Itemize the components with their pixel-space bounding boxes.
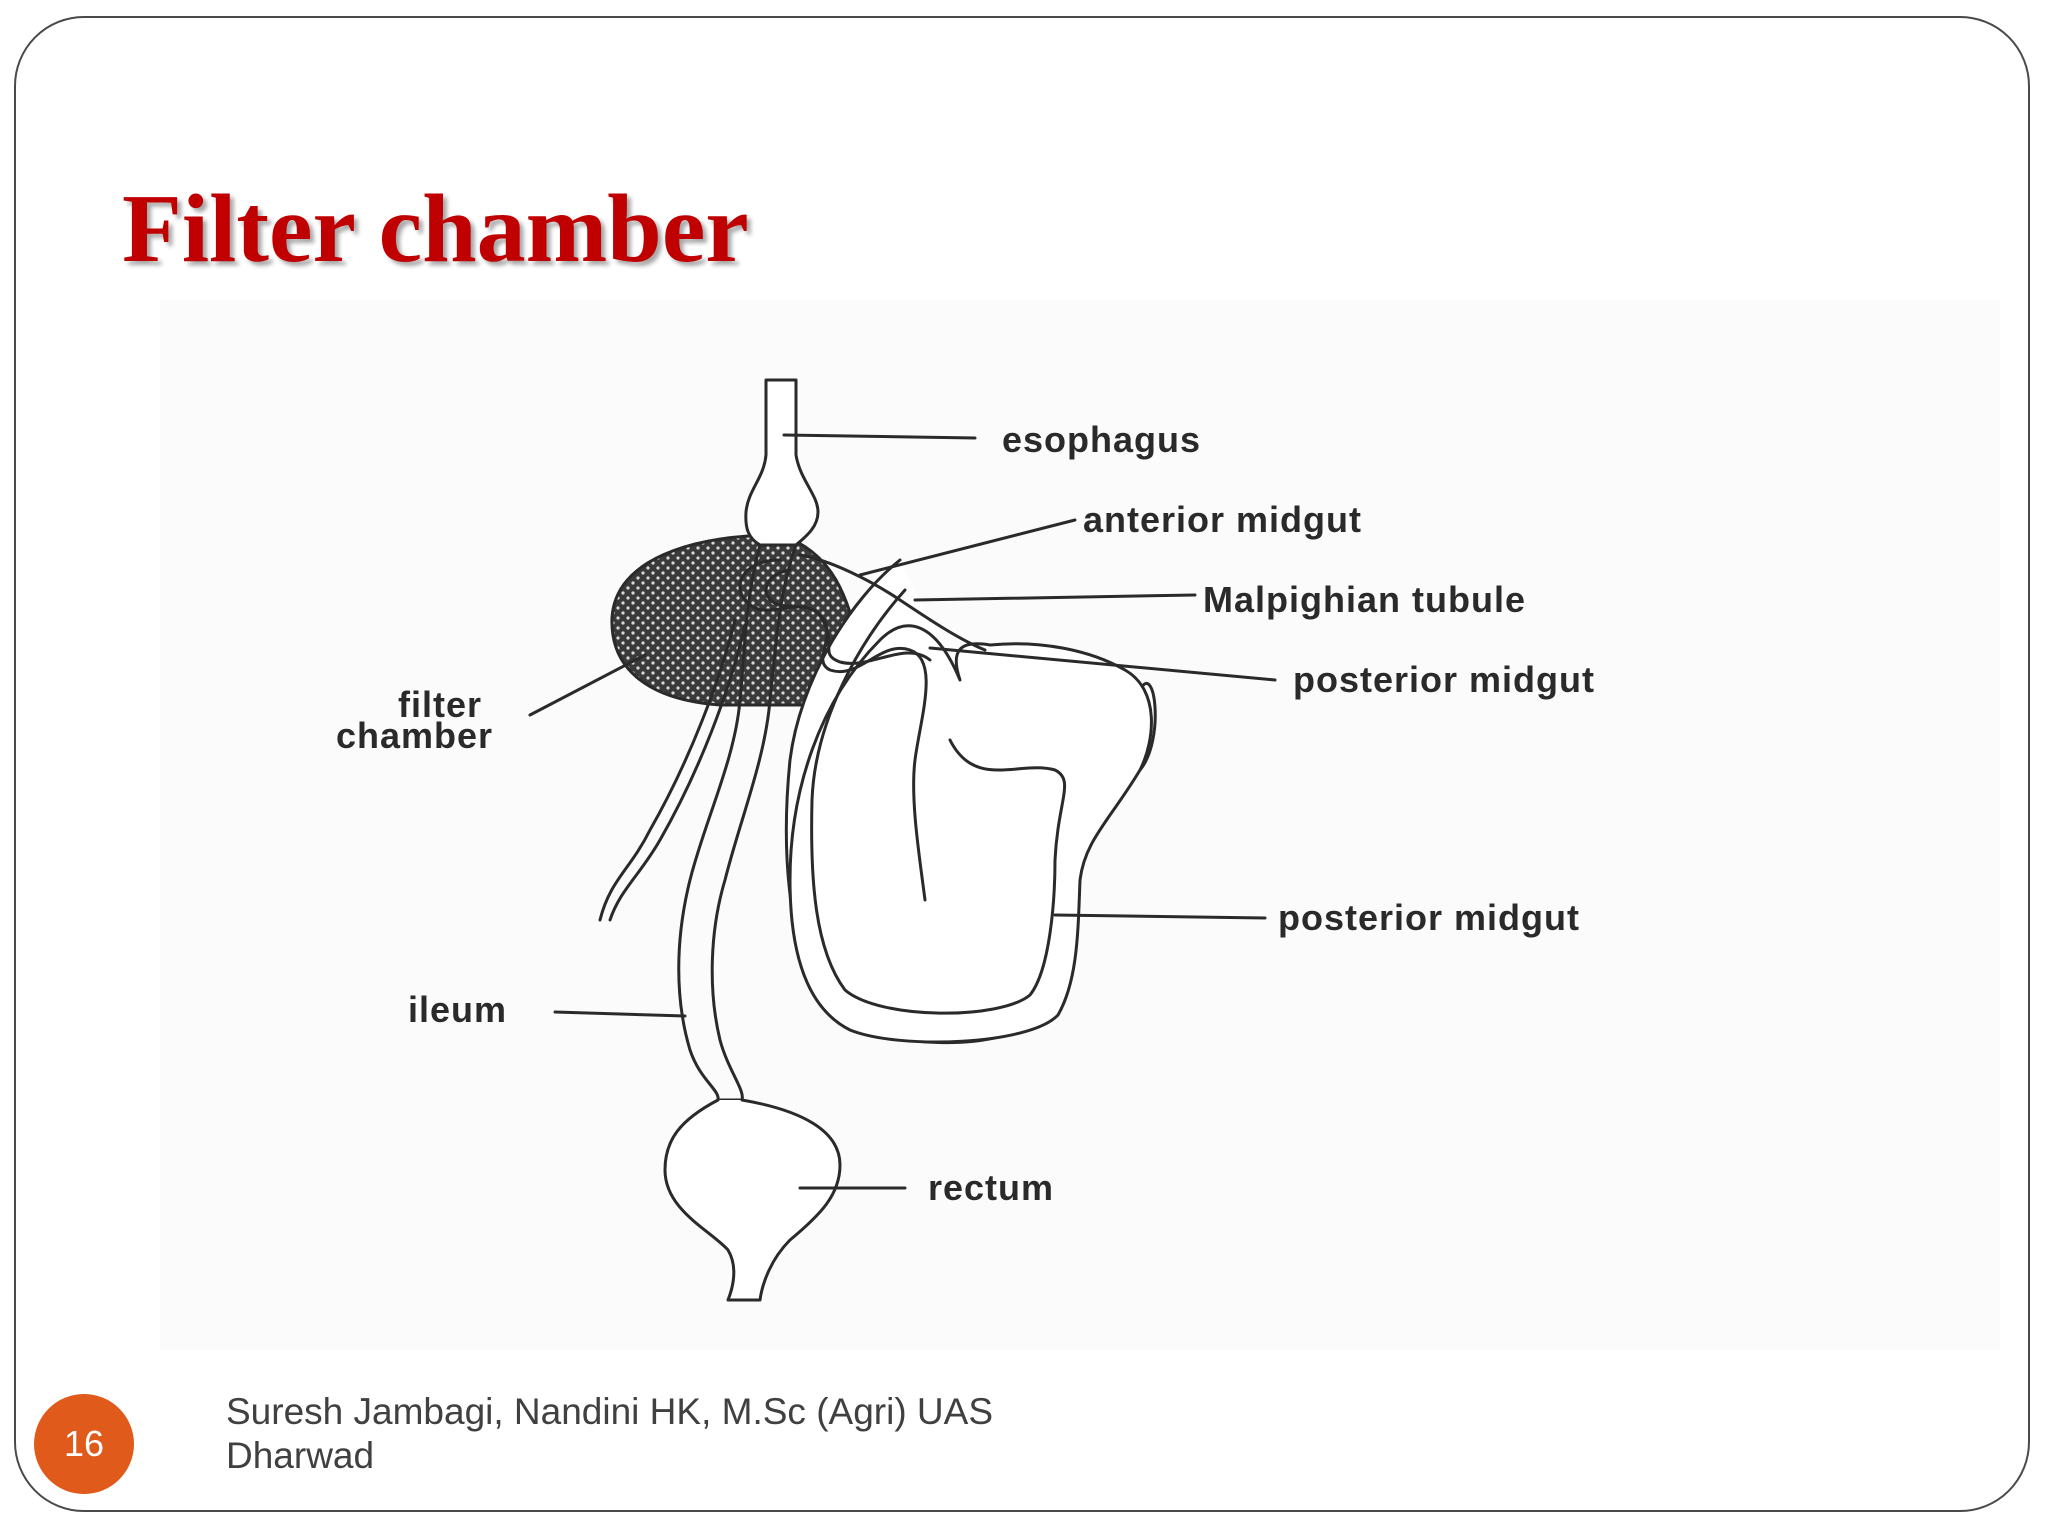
malpighian-tubule-2 bbox=[764, 568, 932, 665]
slide-title: Filter chamber bbox=[122, 175, 749, 283]
label-esophagus: esophagus bbox=[1002, 419, 1201, 460]
label-posterior-midgut-lower: posterior midgut bbox=[1278, 897, 1580, 938]
leader-malpighian-tubule bbox=[913, 593, 1197, 602]
rectum-shape bbox=[663, 1098, 842, 1302]
malpighian-tubule-1 bbox=[738, 558, 928, 902]
label-filter: filter bbox=[398, 684, 482, 725]
leader-posterior-midgut-upper bbox=[928, 646, 1277, 682]
page-number: 16 bbox=[63, 1423, 105, 1464]
label-malpighian-tubule: Malpighian tubule bbox=[1203, 579, 1526, 620]
malpighian-tubule-5 bbox=[608, 623, 747, 922]
leader-ileum bbox=[553, 1010, 687, 1018]
malpighian-tubule-4 bbox=[598, 618, 737, 922]
esophagus-shape bbox=[744, 378, 820, 547]
label-chamber: chamber bbox=[336, 715, 493, 756]
label-posterior-midgut-upper: posterior midgut bbox=[1293, 659, 1595, 700]
leader-anterior-midgut bbox=[858, 518, 1077, 577]
leader-posterior-midgut-lower bbox=[1053, 913, 1267, 920]
footer-credit: Suresh Jambagi, Nandini HK, M.Sc (Agri) … bbox=[226, 1391, 993, 1477]
posterior-midgut-sac bbox=[788, 624, 1153, 1044]
malpighian-tubule-3 bbox=[798, 553, 987, 652]
label-rectum: rectum bbox=[928, 1167, 1054, 1208]
label-anterior-midgut: anterior midgut bbox=[1083, 499, 1362, 540]
page-number-badge: 16 bbox=[34, 1394, 134, 1494]
leader-filter-chamber bbox=[528, 653, 647, 717]
leader-esophagus bbox=[782, 433, 977, 440]
label-ileum: ileum bbox=[408, 989, 507, 1030]
midgut-loop-inner bbox=[810, 588, 1067, 1015]
